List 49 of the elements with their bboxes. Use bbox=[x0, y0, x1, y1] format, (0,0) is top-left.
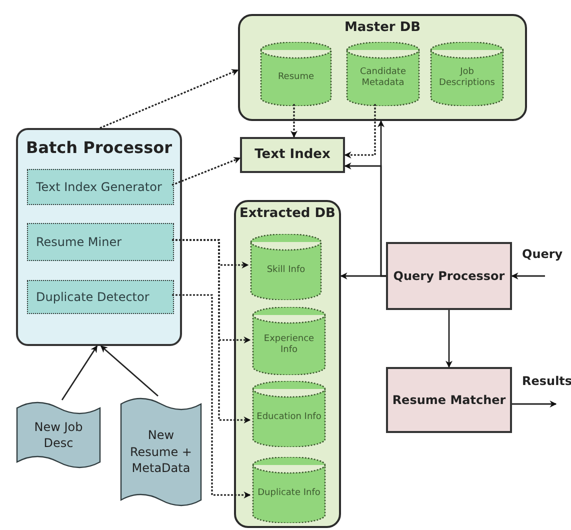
module-label: Text Index Generator bbox=[36, 180, 162, 194]
process-box bbox=[386, 367, 512, 433]
module-box bbox=[27, 169, 174, 205]
cylinder-label: Candidate Metadata bbox=[358, 66, 407, 90]
arrow bbox=[512, 400, 557, 408]
database-cylinder bbox=[250, 234, 322, 300]
cylinder-label: Experience Info bbox=[262, 332, 316, 356]
arrow bbox=[446, 310, 452, 368]
processor-panel bbox=[16, 128, 182, 346]
document-shape bbox=[16, 400, 101, 470]
module-label: Duplicate Detector bbox=[36, 290, 150, 304]
module-label: Resume Miner bbox=[36, 234, 122, 250]
database-cylinder bbox=[260, 42, 332, 106]
cylinder-label: Education Info bbox=[256, 411, 322, 424]
document-label: New Resume + MetaData bbox=[129, 427, 193, 477]
document-label: New Job Desc bbox=[33, 418, 84, 452]
database-cylinder bbox=[252, 457, 326, 523]
panel-title: Batch Processor bbox=[26, 138, 172, 158]
process-box bbox=[386, 242, 512, 310]
arrow bbox=[340, 272, 386, 280]
dotted-arrow bbox=[100, 69, 239, 129]
module-box bbox=[27, 223, 174, 261]
database-cylinder bbox=[430, 42, 504, 106]
arrow bbox=[511, 272, 545, 280]
dotted-arrow bbox=[172, 239, 251, 424]
arrow bbox=[61, 345, 98, 400]
edge-label: Query bbox=[522, 247, 563, 262]
cylinder-label: Job Descriptions bbox=[438, 66, 496, 90]
dotted-arrow bbox=[290, 104, 298, 138]
group-title: Extracted DB bbox=[240, 206, 336, 222]
cylinder-label: Skill Info bbox=[266, 264, 306, 277]
module-box bbox=[27, 280, 174, 314]
document-shape bbox=[120, 396, 202, 508]
dotted-arrow bbox=[172, 157, 241, 186]
database-cylinder bbox=[252, 381, 326, 447]
cylinder-label: Duplicate Info bbox=[256, 487, 322, 500]
box-label: Query Processor bbox=[393, 268, 505, 285]
database-cylinder bbox=[346, 42, 420, 106]
box-label: Text Index bbox=[254, 146, 330, 164]
database-group bbox=[238, 14, 527, 121]
index-box bbox=[240, 137, 345, 173]
dotted-arrow bbox=[172, 294, 251, 498]
cylinder-label: Resume bbox=[276, 71, 316, 84]
box-label: Resume Matcher bbox=[392, 392, 506, 409]
dotted-arrow bbox=[344, 104, 376, 158]
arrow bbox=[100, 345, 158, 397]
group-title: Master DB bbox=[344, 20, 421, 36]
database-cylinder bbox=[252, 307, 326, 375]
database-group bbox=[234, 200, 341, 528]
